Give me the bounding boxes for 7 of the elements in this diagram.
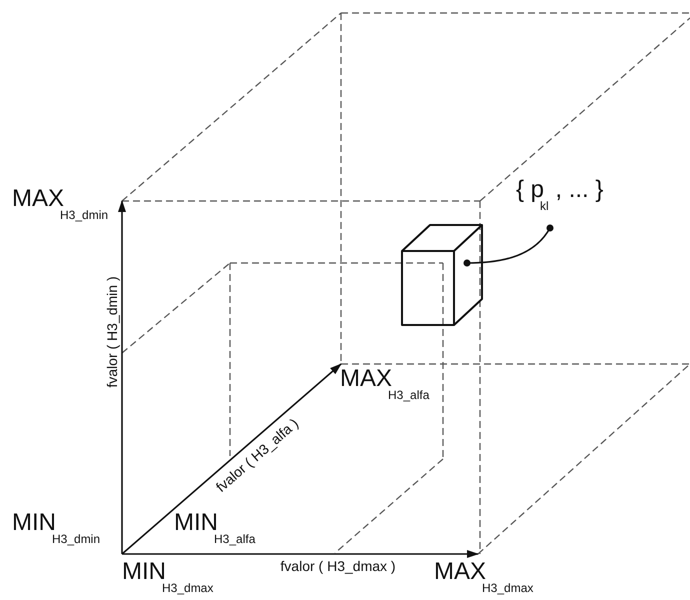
axis-arrow [122, 550, 479, 558]
edge-label: fvalor ( H3_dmax ) [279, 559, 397, 573]
edge-label: fvalor ( H3_dmin ) [105, 275, 119, 389]
axis-arrow [118, 200, 126, 554]
axis-arrow [121, 363, 342, 555]
cube-drawing [400, 223, 484, 327]
leader-line [464, 224, 554, 266]
